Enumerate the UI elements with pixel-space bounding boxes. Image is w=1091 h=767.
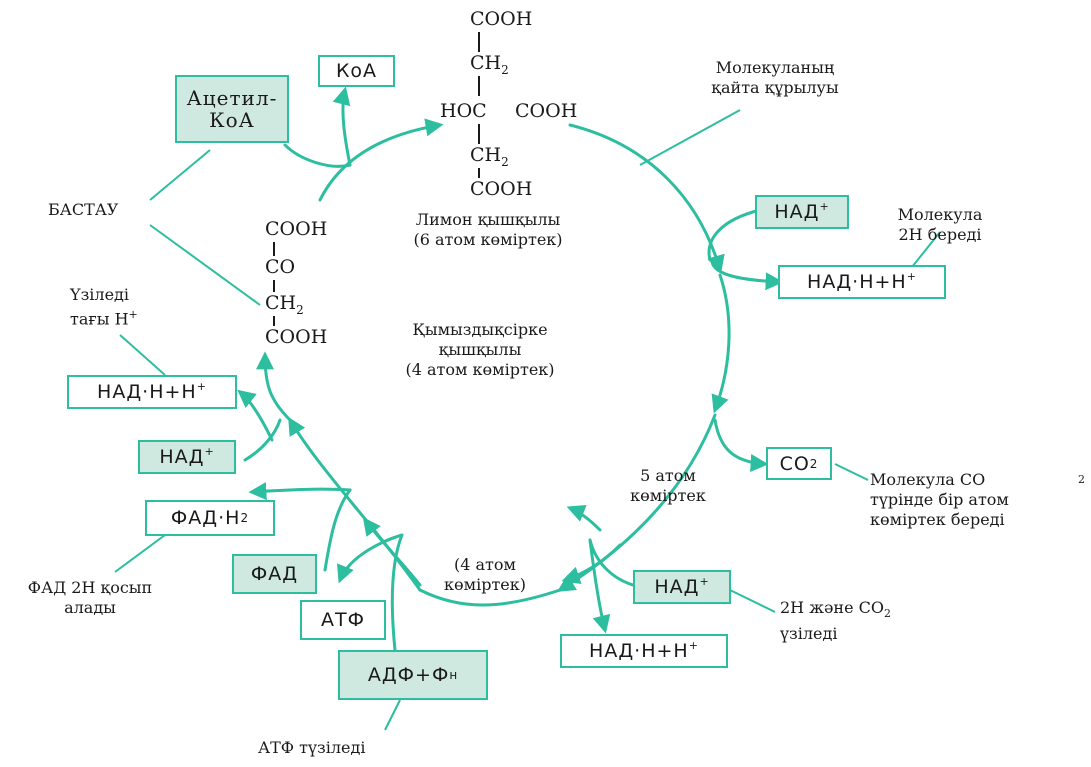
citric-cooh-bottom: COOH [470, 178, 533, 200]
arc-coa-out [332, 86, 352, 167]
leader-co2-gives [834, 463, 869, 481]
citric-hoc: HOC [440, 100, 487, 122]
citric-cooh-top: COOH [470, 8, 533, 30]
arc-acetyl-in [283, 143, 352, 168]
citric-cooh-mid: COOH [515, 100, 578, 122]
arc-co2-out [713, 418, 769, 473]
acetyl-coa-line2: КоА [209, 108, 255, 132]
lemon-acid-label: Лимон қышқылы (6 атом көміртек) [413, 210, 563, 249]
nadh-top-box: НАД·Н+Н+ [778, 265, 946, 299]
release-label: 2Н және СО2 үзіледі [780, 598, 891, 644]
citric-bond-1 [478, 32, 480, 52]
leader-atf-forms [384, 699, 401, 731]
fad-box: ФАД [232, 554, 317, 594]
oxaloacetic-acid-label: Қымыздықсірке қышқылы (4 атом көміртек) [405, 320, 555, 379]
koa-box: КоА [318, 55, 395, 87]
arc-c5-out [561, 543, 622, 584]
c4-label: (4 атом көміртек) [444, 555, 526, 594]
arc-nadh-bottom-out [588, 538, 611, 634]
rearrangement-label: Молекуланың қайта құрылуы [711, 58, 839, 97]
citric-ch2-top: CH2 [470, 52, 509, 77]
again-h-label: Үзіледі тағы Н+ [70, 285, 138, 329]
citric-bond-3 [478, 124, 480, 144]
cycle-arc-upper-right [568, 123, 725, 274]
oxalo-bond-3 [273, 316, 275, 326]
atf-label: АТФ [321, 609, 365, 631]
arc-oxalo-to-citrate [318, 118, 444, 202]
arc-fad-in [323, 488, 352, 572]
nadh-top-label: НАД·Н+Н [807, 271, 907, 293]
co2-label: СО [779, 452, 810, 475]
leader-bastau-acetyl [149, 149, 211, 201]
leader-again-h [119, 334, 166, 376]
c5-label: 5 атом көміртек [630, 466, 706, 505]
koa-label: КоА [335, 60, 378, 82]
arc-nad-left-in [243, 418, 282, 462]
arc-nadh-left-out [237, 389, 274, 442]
nadh-bottom-label: НАД·Н+Н [589, 640, 689, 662]
cycle-arc-left [256, 351, 292, 422]
bastau-label: БАСТАУ [48, 200, 119, 219]
arc-fadh-out [248, 482, 352, 501]
nad-top-box: НАД+ [755, 195, 849, 229]
nad-top-label: НАД [774, 201, 820, 223]
leader-bastau-oxalo [149, 224, 261, 306]
nad-bottom-label: НАД [654, 576, 700, 598]
oxalo-bond-2 [273, 280, 275, 292]
leader-fad-2h [114, 534, 166, 573]
acetyl-coa-box: Ацетил- КоА [175, 75, 289, 143]
fadh-label: ФАД·Н [170, 507, 241, 529]
nadh-left-box: НАД·Н+Н+ [67, 375, 237, 409]
nadh-bottom-box: НАД·Н+Н+ [560, 634, 728, 668]
leader-rearrangement [639, 109, 741, 166]
cycle-arc-bottom [418, 588, 562, 607]
nad-bottom-box: НАД+ [633, 570, 731, 604]
arc-nad-top-in [707, 208, 762, 262]
citric-ch2-bottom: CH2 [470, 144, 509, 169]
nadh-left-label: НАД·Н+Н [97, 381, 197, 403]
adf-label: АДФ+Ф [367, 664, 450, 686]
fad-2h-label: ФАД 2Н қосып алады [27, 578, 153, 617]
acetyl-coa-line1: Ацетил- [186, 86, 278, 110]
oxalo-bond-1 [273, 242, 275, 256]
atf-forms-label: АТФ түзіледі [258, 738, 366, 757]
oxalo-co: CO [265, 256, 296, 278]
citric-bond-4 [478, 168, 480, 178]
molecule-gives-2h-label: Молекула 2Н береді [897, 205, 983, 244]
oxalo-cooh-bottom: COOH [265, 326, 328, 348]
arc-nadh-top-out [710, 260, 784, 291]
cycle-arc-right [711, 273, 731, 414]
fad-label: ФАД [250, 563, 299, 585]
oxalo-ch2: CH2 [265, 292, 304, 317]
citric-bond-2 [478, 76, 480, 96]
arc-adf-in [390, 533, 404, 652]
arc-c4-in [362, 517, 422, 587]
nad-left-label: НАД [159, 446, 205, 468]
oxalo-cooh-top: COOH [265, 218, 328, 240]
nad-left-box: НАД+ [138, 440, 236, 474]
leader-release [729, 589, 776, 613]
arc-c5-in [566, 504, 602, 532]
atf-box: АТФ [300, 600, 386, 640]
arc-atf-out [337, 533, 404, 584]
